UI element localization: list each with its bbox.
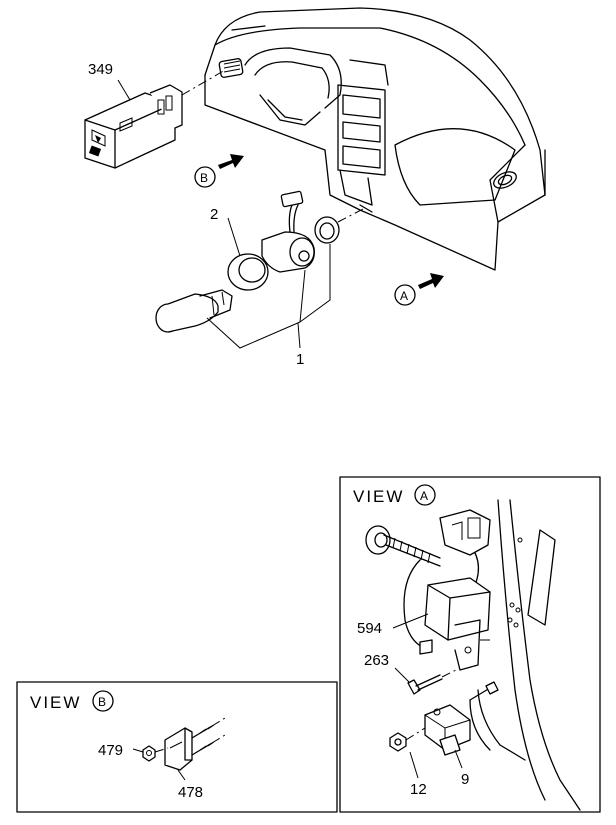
view-a-panel (339, 476, 601, 813)
leader-349-to-dash (181, 69, 226, 96)
callout-12: 12 (410, 781, 427, 798)
arrow-b-letter: B (200, 171, 208, 185)
hazard-switch-349 (84, 84, 183, 169)
callout-1: 1 (296, 351, 304, 368)
view-b-illustration (132, 717, 226, 781)
arrow-a-indicator: A (394, 273, 444, 306)
arrow-a-letter: A (400, 289, 408, 303)
view-b-panel (16, 681, 338, 813)
callout-478: 478 (178, 784, 203, 801)
callout-2: 2 (210, 206, 218, 223)
dashboard-illustration (204, 7, 546, 271)
view-a-badge (414, 484, 436, 506)
arrow-b-indicator: B (194, 154, 244, 188)
view-b-badge (92, 690, 114, 712)
callout-594: 594 (357, 620, 382, 637)
view-a-illustration (365, 499, 581, 811)
callout-263: 263 (364, 652, 389, 669)
view-b-title: VIEW (30, 693, 81, 712)
callout-479: 479 (98, 742, 123, 759)
leader-2 (227, 217, 241, 257)
callout-349: 349 (88, 61, 113, 78)
cigar-lighter-assembly (155, 190, 366, 349)
callout-9: 9 (461, 771, 469, 788)
view-b-letter: B (98, 695, 106, 709)
view-a-letter: A (420, 489, 428, 503)
view-a-title: VIEW (353, 487, 404, 506)
leader-349 (117, 79, 131, 101)
